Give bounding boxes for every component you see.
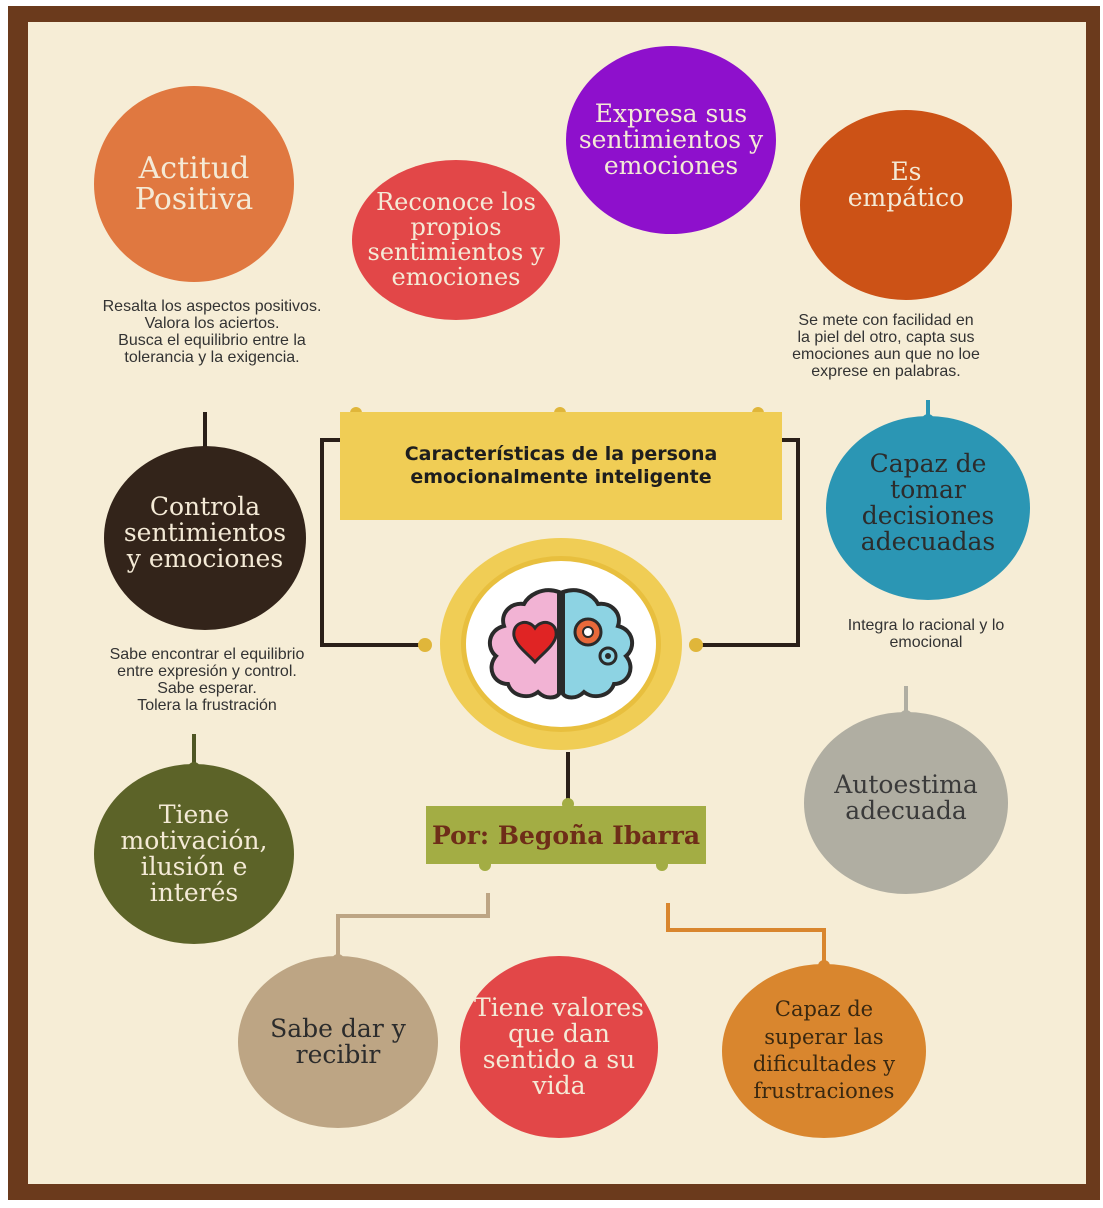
node-reconoce-sentimientos: Reconoce los propios sentimientos y emoc…	[352, 160, 560, 320]
brain-heart-gears-icon	[487, 588, 635, 700]
node-tiene-motivacion: Tiene motivación, ilusión e interés	[94, 764, 294, 944]
node-capaz-superar: Capaz de superar las dificultades y frus…	[722, 964, 926, 1138]
connector-sabe-dar	[336, 893, 490, 960]
desc-es-empatico: Se mete con facilidad en la piel del otr…	[792, 312, 980, 380]
node-sabe-dar-recibir: Sabe dar y recibir	[238, 956, 438, 1128]
desc-capaz-tomar-decisiones: Integra lo racional y lo emocional	[847, 617, 1005, 651]
desc-controla-sentimientos: Sabe encontrar el equilibrio entre expre…	[109, 646, 305, 714]
node-tiene-valores: Tiene valores que dan sentido a su vida	[460, 956, 658, 1138]
node-autoestima-adecuada: Autoestima adecuada	[804, 712, 1008, 894]
node-es-empatico: Es empático	[800, 110, 1012, 300]
connector-left-bracket	[320, 438, 425, 647]
center-circle	[440, 538, 682, 750]
node-capaz-tomar-decisiones: Capaz de tomar decisiones adecuadas	[826, 416, 1030, 600]
diagram-title: Características de la persona emocionalm…	[340, 412, 782, 520]
connector-right-bracket	[696, 438, 800, 647]
node-controla-sentimientos: Controla sentimientos y emociones	[104, 446, 306, 630]
connector-dot	[418, 638, 432, 652]
author-label: Por: Begoña Ibarra	[426, 806, 706, 864]
connector-dot	[689, 638, 703, 652]
desc-actitud-positiva: Resalta los aspectos positivos. Valora l…	[102, 298, 322, 366]
node-expresa-sentimientos: Expresa sus sentimientos y emociones	[566, 46, 776, 234]
node-actitud-positiva: Actitud Positiva	[94, 86, 294, 282]
connector-superar	[666, 903, 826, 966]
